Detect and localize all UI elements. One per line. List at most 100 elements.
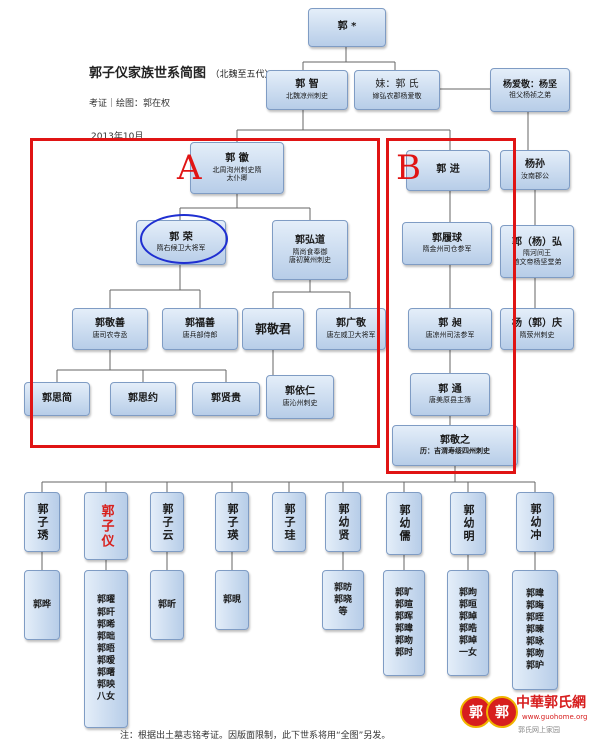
node-guo-zhi[interactable]: 郭 智 北魏凉州刺史 [266,70,348,110]
node-name: 杨（郭）庆 [512,318,562,330]
footnote: 注：根据出土墓志铭考证。因版面限制，此下世系将用“全图”另发。 [120,731,391,741]
region-a-label: A [177,148,202,188]
grandchild-name: 郭晛 [222,594,241,605]
node-guo-chang[interactable]: 郭 昶 唐凉州司法参军 [408,308,492,350]
son-name: 郭幼儒 [398,504,411,543]
node-name: 郭 * [337,21,357,33]
node-root[interactable]: 郭 * [308,8,386,47]
node-name: 郭思约 [128,392,158,404]
grandchild-name: 郭晖 [394,611,413,622]
grandchild-name: 郭晊 [525,612,544,623]
grandchild-name: 郭晧 [458,624,477,634]
node-guo-shi[interactable]: 妹：郭 氏 嫁弘农郡杨爱敬 [354,70,440,110]
node-guo-jingjun[interactable]: 郭敬君 [242,308,304,350]
grandchild-name: 郭晫 [458,611,477,622]
node-desc: 唐美原县主簿 [429,396,471,405]
grandchild-name: 郭昈 [525,661,544,672]
grandchild-name: 郭昫 [458,587,477,598]
son-node[interactable]: 郭子瑛 [215,492,249,552]
grandchildren-list[interactable]: 郭昉郭晓等 [322,570,364,630]
node-guo-jin[interactable]: 郭 进 [406,150,490,191]
node-guo-lvqiu[interactable]: 郭履球 隋金州司仓参军 [402,222,492,265]
grandchild-name: 郭昹 [525,637,544,648]
logo-slogan: 郭氏网上家园 [518,726,560,734]
son-name: 郭子瑛 [226,502,239,542]
grandchild-name: 郭晦 [525,600,544,611]
grandchildren-list[interactable]: 郭暐郭晦郭晊郭暕郭昹郭昒郭昈 [512,570,558,690]
grandchildren-list[interactable]: 郭旷郭暄郭晖郭暐郭昒郭时 [383,570,425,676]
node-desc: 北魏凉州刺史 [286,91,328,100]
son-node[interactable]: 郭子珪 [272,492,306,552]
grandchild-name: 八女 [96,692,115,703]
node-name: 杨孙 [525,159,545,171]
node-desc: 唐左威卫大将军 [326,330,376,339]
node-guo-yiren[interactable]: 郭依仁 唐沁州刺史 [266,375,334,419]
son-name: 郭子珪 [283,502,296,542]
node-yang-guo-qing[interactable]: 杨（郭）庆 隋荥州刺史 [500,308,574,350]
grandchild-name: 郭晞 [96,619,115,630]
node-name: 郭 昶 [438,318,462,330]
node-name: 郭敬君 [254,321,291,336]
node-yang-sun[interactable]: 杨孙 汝南郡公 [500,150,570,190]
node-guo-hongdao[interactable]: 郭弘道 隋尚食奉御 唐初冀州刺史 [272,220,348,280]
node-name: 杨爱敬：杨坚 [502,80,557,90]
node-guo-tong[interactable]: 郭 通 唐美原县主簿 [410,373,490,416]
node-guo-xiangui[interactable]: 郭贤贵 [192,382,260,416]
grandchildren-names: 郭旷郭暄郭晖郭暐郭昒郭时 [395,587,413,660]
node-name: 妹：郭 氏 [375,79,419,91]
region-b-label: B [396,148,421,188]
title-note: （北魏至五代） [210,70,274,80]
node-guo-fushan[interactable]: 郭福善 唐兵部侍郎 [162,308,238,350]
grandchild-name: 郭暕 [525,624,544,635]
grandchild-name: 郭晓 [333,594,352,605]
grandchildren-list[interactable]: 郭晛 [215,570,249,630]
node-guo-sijian[interactable]: 郭思简 [24,382,90,416]
son-node[interactable]: 郭子云 [150,492,184,552]
son-name: 郭幼贤 [337,502,350,542]
son-node[interactable]: 郭幼儒 [386,492,422,555]
node-name: 郭 徽 [225,153,249,164]
grandchild-name: 郭暐 [394,624,413,634]
node-yang-aijing[interactable]: 杨爱敬：杨坚 祖父杨祯之弟 [490,68,570,112]
node-desc2: 唐初冀州刺史 [289,256,331,265]
node-desc: 唐兵部侍郎 [182,330,218,339]
grandchildren-list[interactable]: 郭昫郭晅郭晫郭晧郭晫一女 [447,570,489,676]
node-desc: 汝南郡公 [521,171,549,180]
grandchild-name: 等 [338,607,348,618]
grandchildren-names: 郭曜郭旰郭晞郭昢郭晤郭暧郭曙郭映八女 [97,594,115,703]
grandchildren-list[interactable]: 郭昕 [150,570,184,640]
grandchild-name: 郭暧 [96,656,115,667]
grandchild-name: 郭昒 [525,649,544,660]
grandchildren-names: 郭晛 [223,594,241,606]
son-node[interactable]: 郭子琇 [24,492,60,552]
son-node[interactable]: 郭子仪 [84,492,128,560]
node-desc: 隋河间王 [523,249,551,257]
node-guo-guangjing[interactable]: 郭广敬 唐左威卫大将军 [316,308,386,350]
grandchildren-list[interactable]: 郭曜郭旰郭晞郭昢郭晤郭暧郭曙郭映八女 [84,570,128,728]
son-node[interactable]: 郭幼明 [450,492,486,555]
son-node[interactable]: 郭幼冲 [516,492,554,552]
node-desc: 隋金州司仓参军 [422,245,472,254]
node-name: 郭敬善 [95,318,125,330]
highlight-circle [140,214,228,264]
grandchild-name: 郭旰 [96,607,115,618]
son-name: 郭幼冲 [529,502,542,542]
grandchild-name: 郭晅 [458,599,477,610]
region-b-frame [386,138,516,474]
node-guo-hui[interactable]: 郭 徽 北周洵州刺史隋 太仆卿 [190,142,284,194]
node-guo-yang-hong[interactable]: 郭（杨）弘 隋河间王 随文帝杨坚堂弟 [500,225,574,278]
grandchildren-list[interactable]: 郭晔 [24,570,60,640]
son-node[interactable]: 郭幼贤 [325,492,361,552]
grandchild-name: 郭暄 [394,599,413,610]
node-guo-jingzhi[interactable]: 郭敬之 历：吉渭寿绥四州刺史 [392,425,518,466]
node-name: 郭弘道 [295,235,325,246]
node-name: 郭（杨）弘 [512,236,562,248]
grandchildren-names: 郭昉郭晓等 [334,582,352,618]
node-guo-jingshan[interactable]: 郭敬善 唐司农寺丞 [72,308,148,350]
grandchild-name: 一女 [458,648,477,659]
site-logo: 郭 郭 中華郭氏網 www.guohome.org 郭氏网上家园 [458,680,598,746]
node-guo-siyue[interactable]: 郭思约 [110,382,176,416]
grandchild-name: 郭时 [394,648,413,659]
logo-seal-right: 郭 [486,696,518,728]
title-text: 郭子仪家族世系简图 [89,66,207,81]
